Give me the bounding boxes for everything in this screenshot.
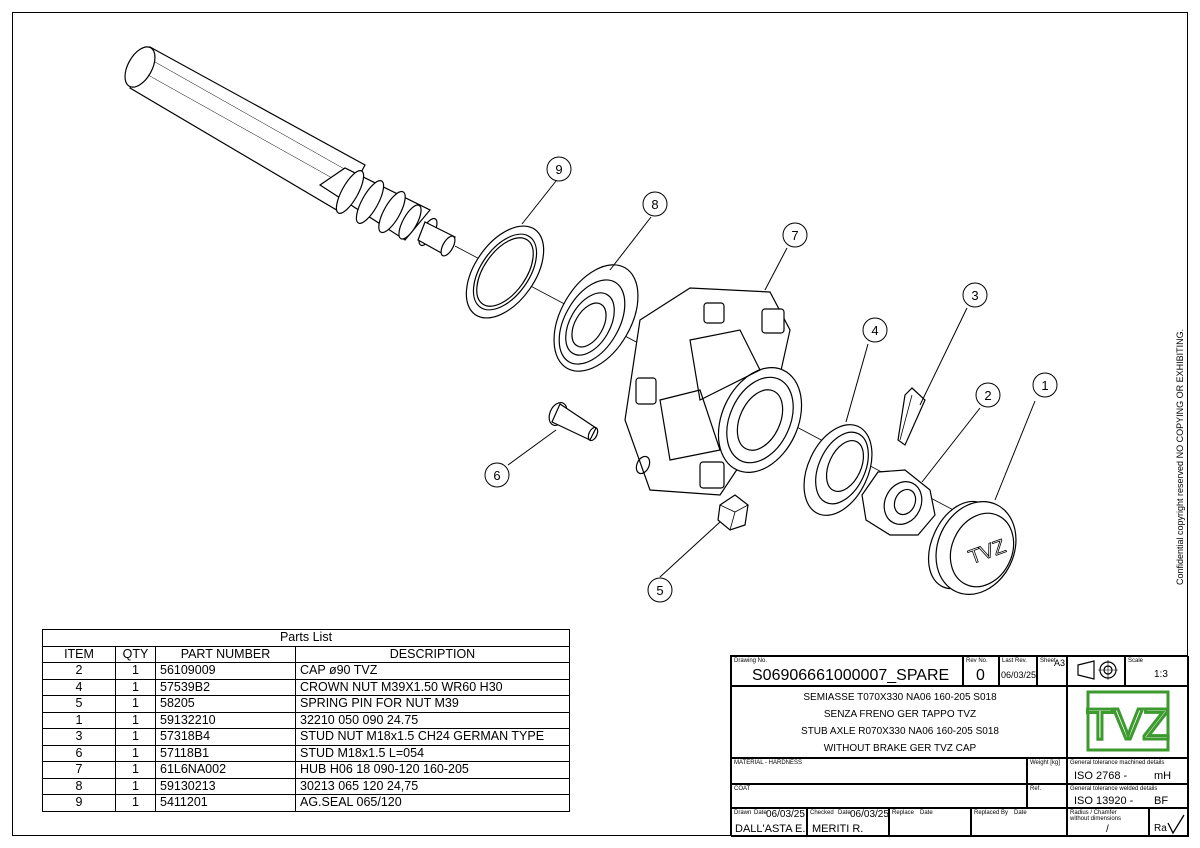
balloon-label-6: 6 [493, 468, 500, 483]
balloon-4 [862, 317, 888, 343]
surface-roughness-icon [1167, 814, 1185, 835]
tolerance-welded-cell: General tolerance welded details ISO 139… [1067, 784, 1189, 808]
rev-no-cell: Rev No. 0 [963, 656, 999, 686]
roughness-cell: Ra [1149, 808, 1189, 837]
tolerance-machined-cell: General tolerance machined details ISO 2… [1067, 758, 1189, 784]
balloon-label-8: 8 [651, 197, 658, 212]
spring-pin-part-3 [897, 387, 926, 446]
drawing-number: S06906661000007_SPARE [752, 667, 950, 684]
col-header-description: DESCRIPTION [295, 645, 570, 663]
checked-cell: Checked Date 06/03/25 MERITI R. [807, 808, 889, 837]
balloon-3 [962, 282, 988, 308]
last-rev-cell: Last Rev. 06/03/25 [999, 656, 1037, 686]
balloon-6 [484, 462, 510, 488]
bearing-part-4 [803, 424, 873, 516]
radius-chamfer-cell: Radius / Chamfer without dimensions / [1067, 808, 1149, 837]
ref-cell: Ref. [1027, 784, 1067, 808]
stub-axle [124, 46, 456, 257]
replaced-by-cell: Replaced By Date [971, 808, 1067, 837]
projection-symbol-icon [1077, 660, 1118, 680]
replace-cell: Replace Date [889, 808, 971, 837]
balloon-label-5: 5 [656, 583, 663, 598]
col-header-part-number: PART NUMBER [155, 645, 296, 663]
balloon-label-4: 4 [871, 323, 878, 338]
parts-list-title: Parts List [42, 629, 570, 647]
balloon-2 [975, 382, 1001, 408]
tvz-logo: TVZ [1085, 690, 1171, 752]
scale-cell: Scale 1:3 [1125, 656, 1189, 686]
balloon-8 [642, 191, 668, 217]
copyright-note: Confidential copyright reserved NO COPYI… [1175, 328, 1185, 585]
balloon-5 [647, 577, 673, 603]
drawn-cell: Drawn Date 06/03/25 DALL'ASTA E. [731, 808, 807, 837]
parts-list-table: Parts List ITEM QTY PART NUMBER DESCRIPT… [42, 629, 570, 812]
cap-part-1: TVZ [927, 500, 1017, 595]
sheet-cell: Sheet A3 [1037, 656, 1067, 686]
balloon-7 [782, 222, 808, 248]
svg-text:TVZ: TVZ [1086, 700, 1169, 749]
description-cell: SEMIASSE T070X330 NA06 160-205 S018 SENZ… [731, 686, 1067, 758]
balloon-9 [546, 156, 572, 182]
bearing-part-8 [553, 264, 639, 372]
col-header-qty: QTY [115, 645, 156, 663]
col-header-item: ITEM [42, 645, 116, 663]
drawing-number-cell: Drawing No. S06906661000007_SPARE [731, 656, 963, 686]
material-cell: MATERIAL - HARDNESS [731, 758, 1027, 784]
balloon-1 [1032, 372, 1058, 398]
seal-part-9 [465, 225, 545, 319]
drawing-frame [12, 12, 1188, 836]
balloon-label-3: 3 [971, 288, 978, 303]
projection-symbol-cell [1067, 656, 1125, 686]
balloon-label-7: 7 [791, 228, 798, 243]
balloon-label-9: 9 [555, 162, 562, 177]
balloon-label-1: 1 [1041, 378, 1048, 393]
stud-nut-part-5 [717, 494, 749, 531]
crown-nut-part-2 [861, 469, 936, 536]
balloon-label-2: 2 [984, 388, 991, 403]
coat-cell: COAT [731, 784, 1027, 808]
weight-cell: Weight [kg] [1027, 758, 1067, 784]
hub-part-7 [624, 287, 803, 496]
company-logo-cell: TVZ [1067, 686, 1189, 758]
title-block: Drawing No. S06906661000007_SPARE Rev No… [730, 655, 1189, 837]
stud-part-6 [548, 402, 599, 442]
